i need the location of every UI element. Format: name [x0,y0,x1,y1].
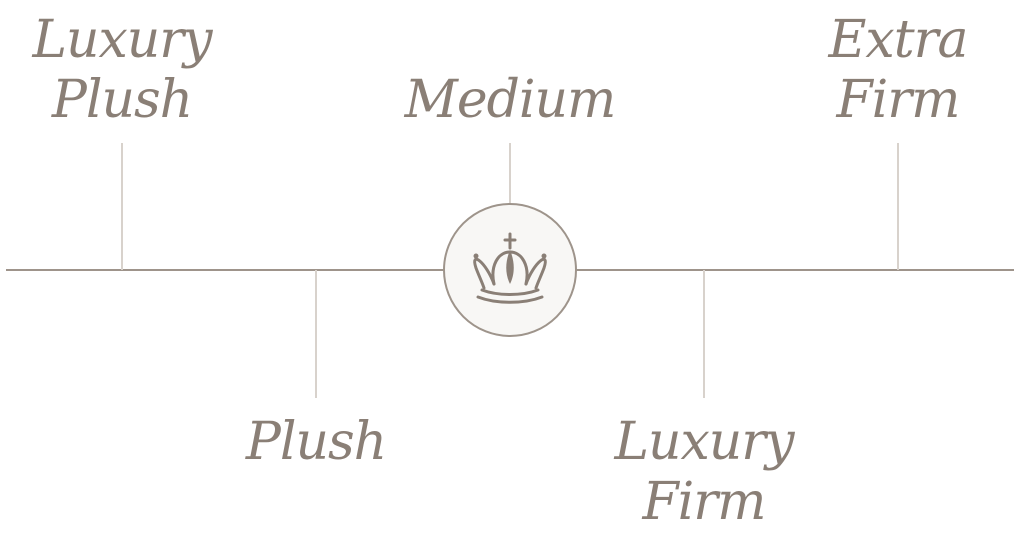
firmness-level-label-1: Plush [186,412,446,472]
firmness-level-label-line: Medium [404,70,617,130]
firmness-level-label-2: Medium [380,70,640,130]
center-medallion [443,203,577,337]
firmness-level-label-line: Firm [836,70,961,130]
firmness-level-label-line: Plush [245,412,387,472]
crown-icon [473,232,547,304]
firmness-level-label-line: Extra [828,10,968,70]
firmness-level-label-line: Plush [51,70,193,130]
firmness-level-label-line: Firm [642,472,767,532]
firmness-level-label-line: Luxury [614,412,794,472]
firmness-level-label-line: Luxury [32,10,212,70]
